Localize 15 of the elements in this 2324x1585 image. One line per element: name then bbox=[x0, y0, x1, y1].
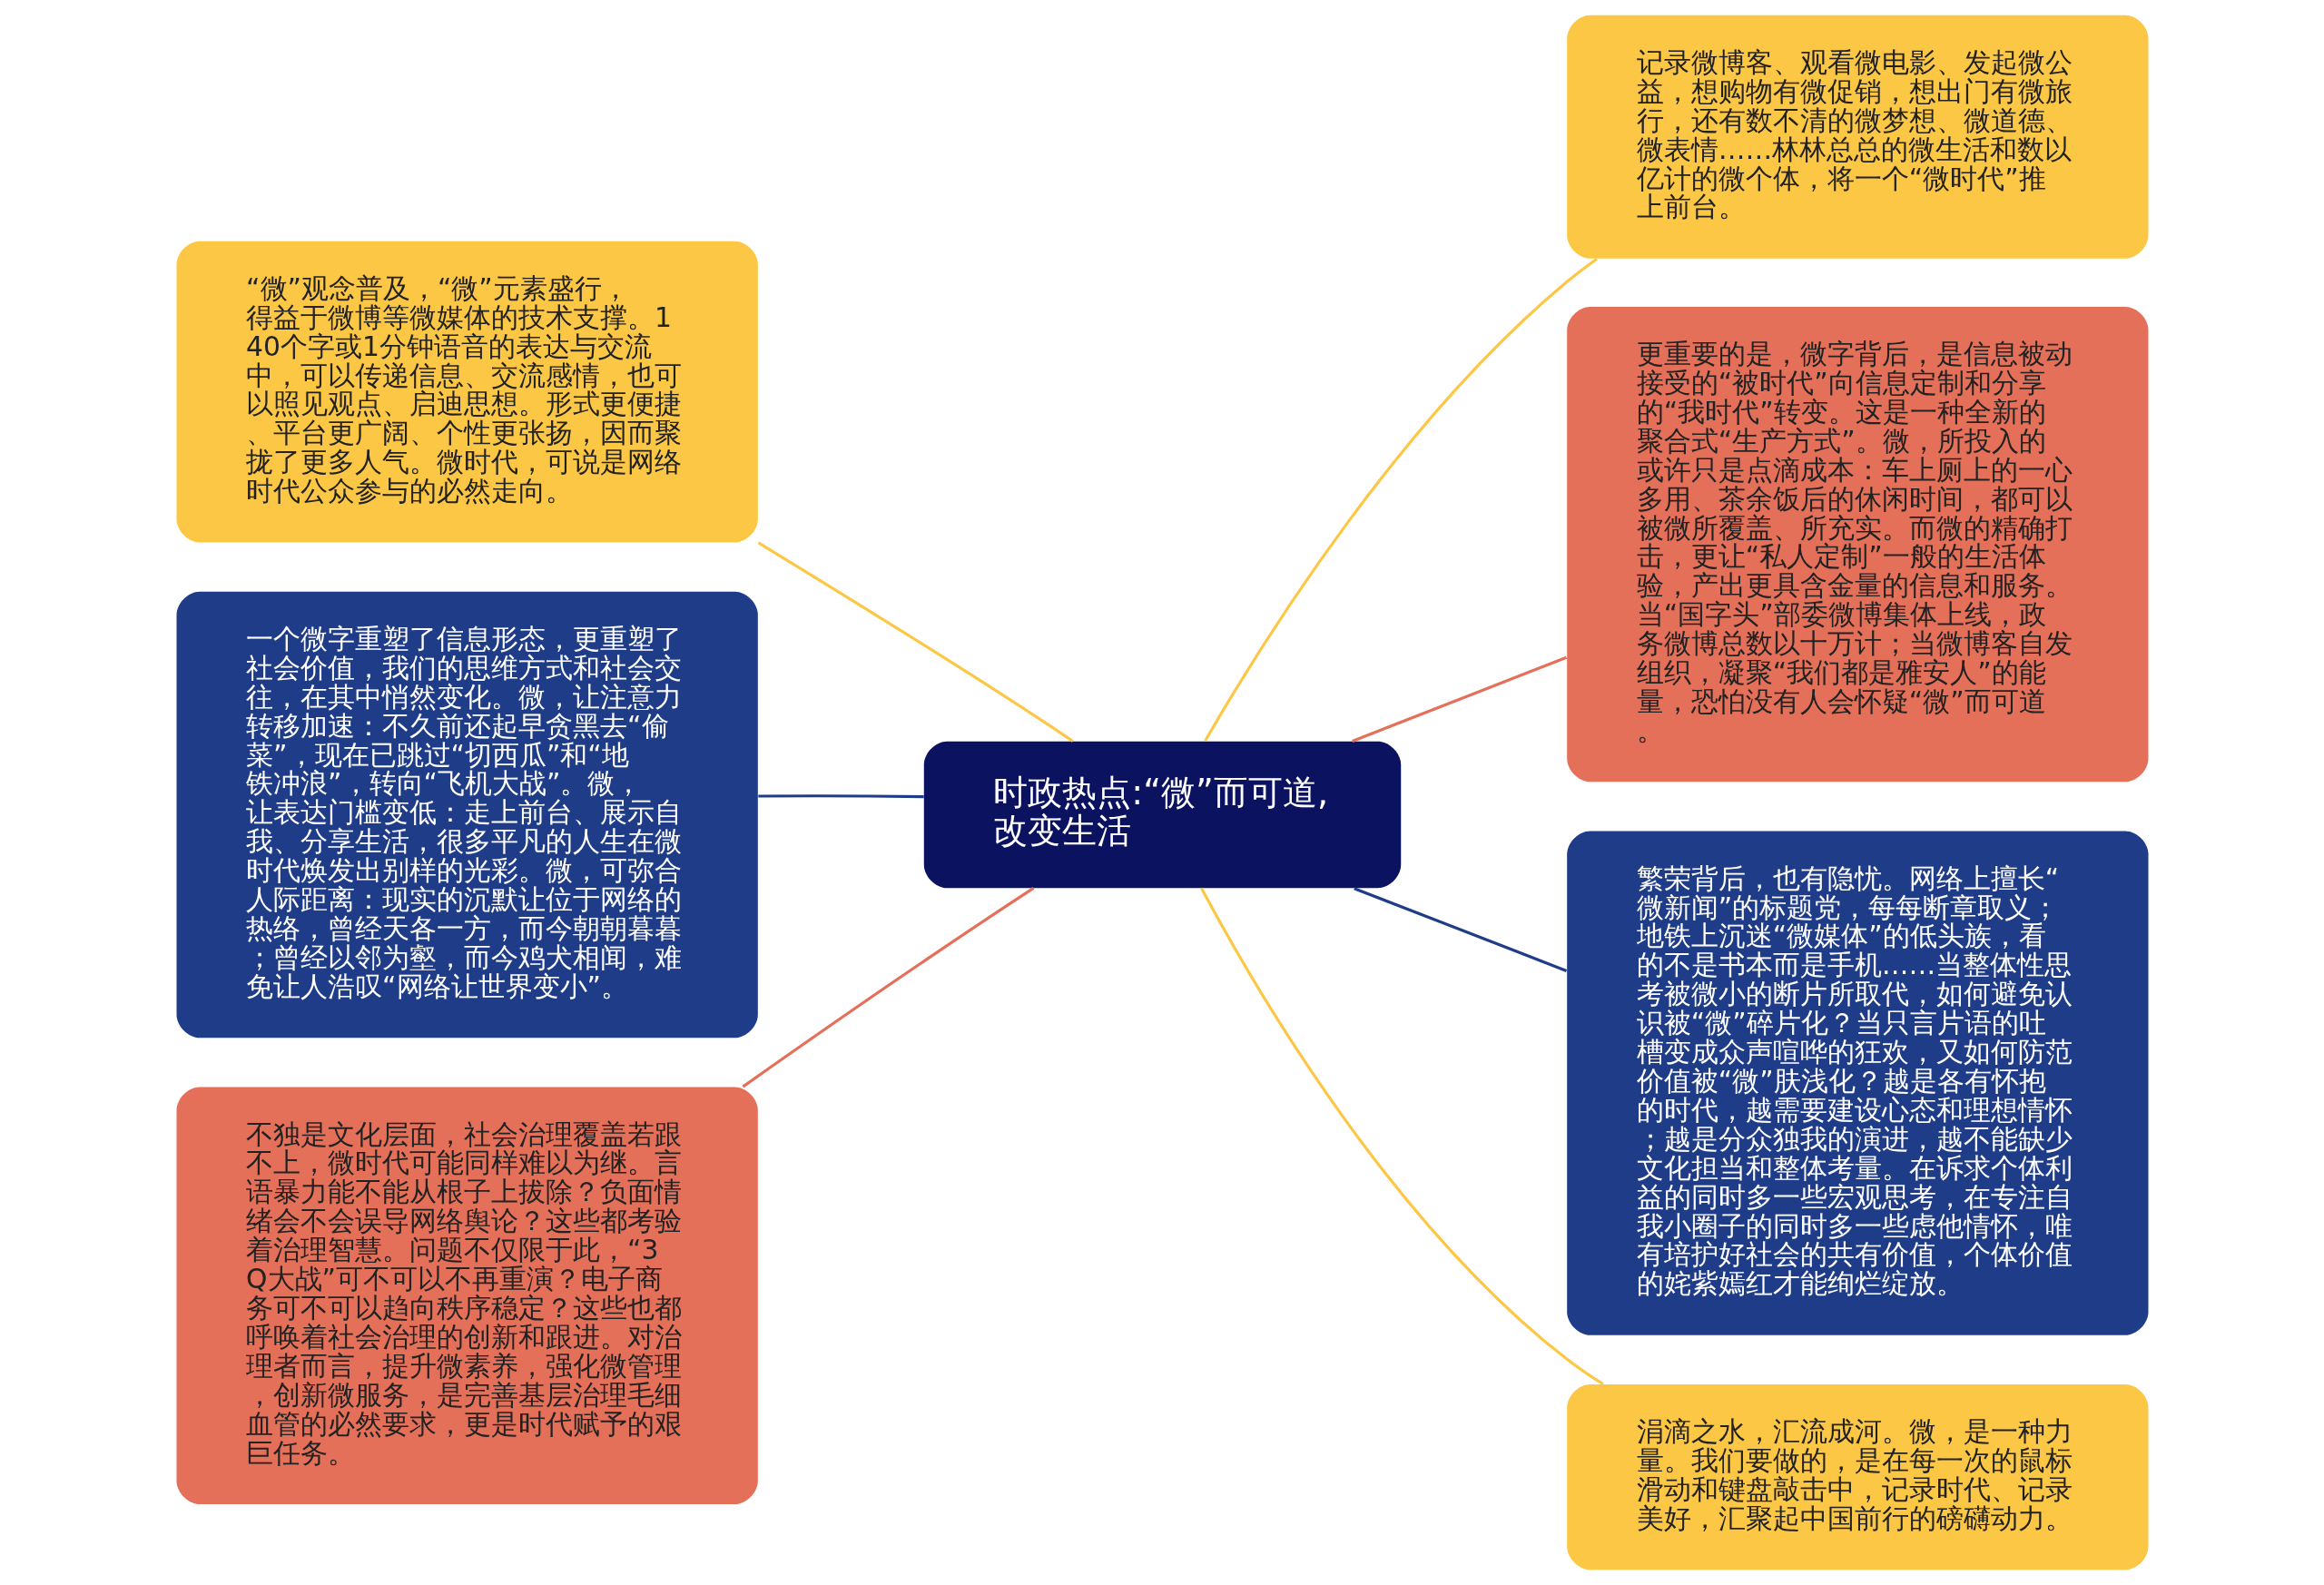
node-box: 更重要的是，微字背后，是信息被动接受的“被时代”向信息定制和分享的“我时代”转变。这是一种全新的聚合式“生产方式”。微，所投入的或许只是点滴成本：车上厕上的一心多用、茶余饭后的休闲时间，都可以被微所覆盖、所充实。而微的精确打击，更让“私人定制”一般的生活体验，产出更具含金量的信息和服务。当“国字头”部委微博集体上线，政务微博总数以十万计；当微博客自发组织，凝聚“我们都是雅安人”的能量，恐怕没有人会怀疑“微”而可道。 bbox=[1566, 307, 2148, 783]
connector bbox=[1351, 655, 1567, 743]
node-box: 繁荣背后，也有隐忧。网络上擅长“微新闻”的标题党，每每断章取义；地铁上沉迷“微媒体”的低头族，看的不是书本而是手机……当整体性思考被微小的断片所取代，如何避免认识被“微”碎片化？当只言片语的吐槽变成众声喧哗的狂欢，又如何防范价值被“微”肤浅化？越是各有怀抱的时代，越需要建设心态和理想情怀；越是分众独我的演进，越不能缺少文化担当和整体考量。在诉求个体利益的同时多一些宏观思考，在专注自我小圈子的同时多一些虑他情怀，唯有培护好社会的共有价值，个体价值的姹紫嫣红才能绚烂绽放。 bbox=[1566, 831, 2148, 1335]
node-box: “微”观念普及，“微”元素盛行，得益于微博等微媒体的技术支撑。140个字或1分钟语音的表达与交流中，可以传递信息、交流感情，也可以照见观点、启迪思想。形式更便捷、平台更广阔、个性更张扬，因而聚拢了更多人气。微时代，可说是网络时代公众参与的必然走向。 bbox=[176, 241, 758, 543]
connector bbox=[1199, 887, 1604, 1385]
node-box: 一个微字重塑了信息形态，更重塑了社会价值，我们的思维方式和社会交往，在其中悄然变化。微，让注意力转移加速：不久前还起早贪黑去“偷菜”，现在已跳过“切西瓜”和“地铁冲浪”，转向“飞机大战”。微，让表达门槛变低：走上前台、展示自我、分享生活，很多平凡的人生在微时代焕发出别样的光彩。微，可弥合人际距离：现实的沉默让位于网络的热络，曾经天各一方，而今朝朝暮暮；曾经以邻为壑，而今鸡犬相闻，难免让人浩叹“网络让世界变小”。 bbox=[176, 591, 758, 1039]
connector bbox=[1353, 887, 1567, 972]
node-box: 记录微博客、观看微电影、发起微公益，想购物有微促销，想出门有微旅行，还有数不清的微梦想、微道德、微表情……林林总总的微生活和数以亿计的微个体，将一个“微时代”推上前台。 bbox=[1566, 15, 2148, 259]
connector bbox=[757, 541, 1074, 743]
node-box: 涓滴之水，汇流成河。微，是一种力量。我们要做的，是在每一次的鼠标滑动和键盘敲击中，记录时代、记录美好，汇聚起中国前行的磅礴动力。 bbox=[1566, 1384, 2148, 1570]
node-box: 不独是文化层面，社会治理覆盖若跟不上，微时代可能同样难以为继。言语暴力能不能从根子上拔除？负面情绪会不会误导网络舆论？这些都考验着治理智慧。问题不仅限于此，“3Q大战”可不可以不再重演？电子商务可不可以趋向秩序稳定？这些也都呼唤着社会治理的创新和跟进。对治理者而言，提升微素养，强化微管理，创新微服务，是完善基层治理毛细血管的必然要求，更是时代赋予的艰巨任务。 bbox=[176, 1087, 758, 1504]
connector bbox=[1203, 257, 1598, 742]
connector bbox=[757, 794, 924, 799]
node-box: 时政热点:“微”而可道,改变生活 bbox=[923, 741, 1401, 889]
connector bbox=[741, 887, 1034, 1088]
